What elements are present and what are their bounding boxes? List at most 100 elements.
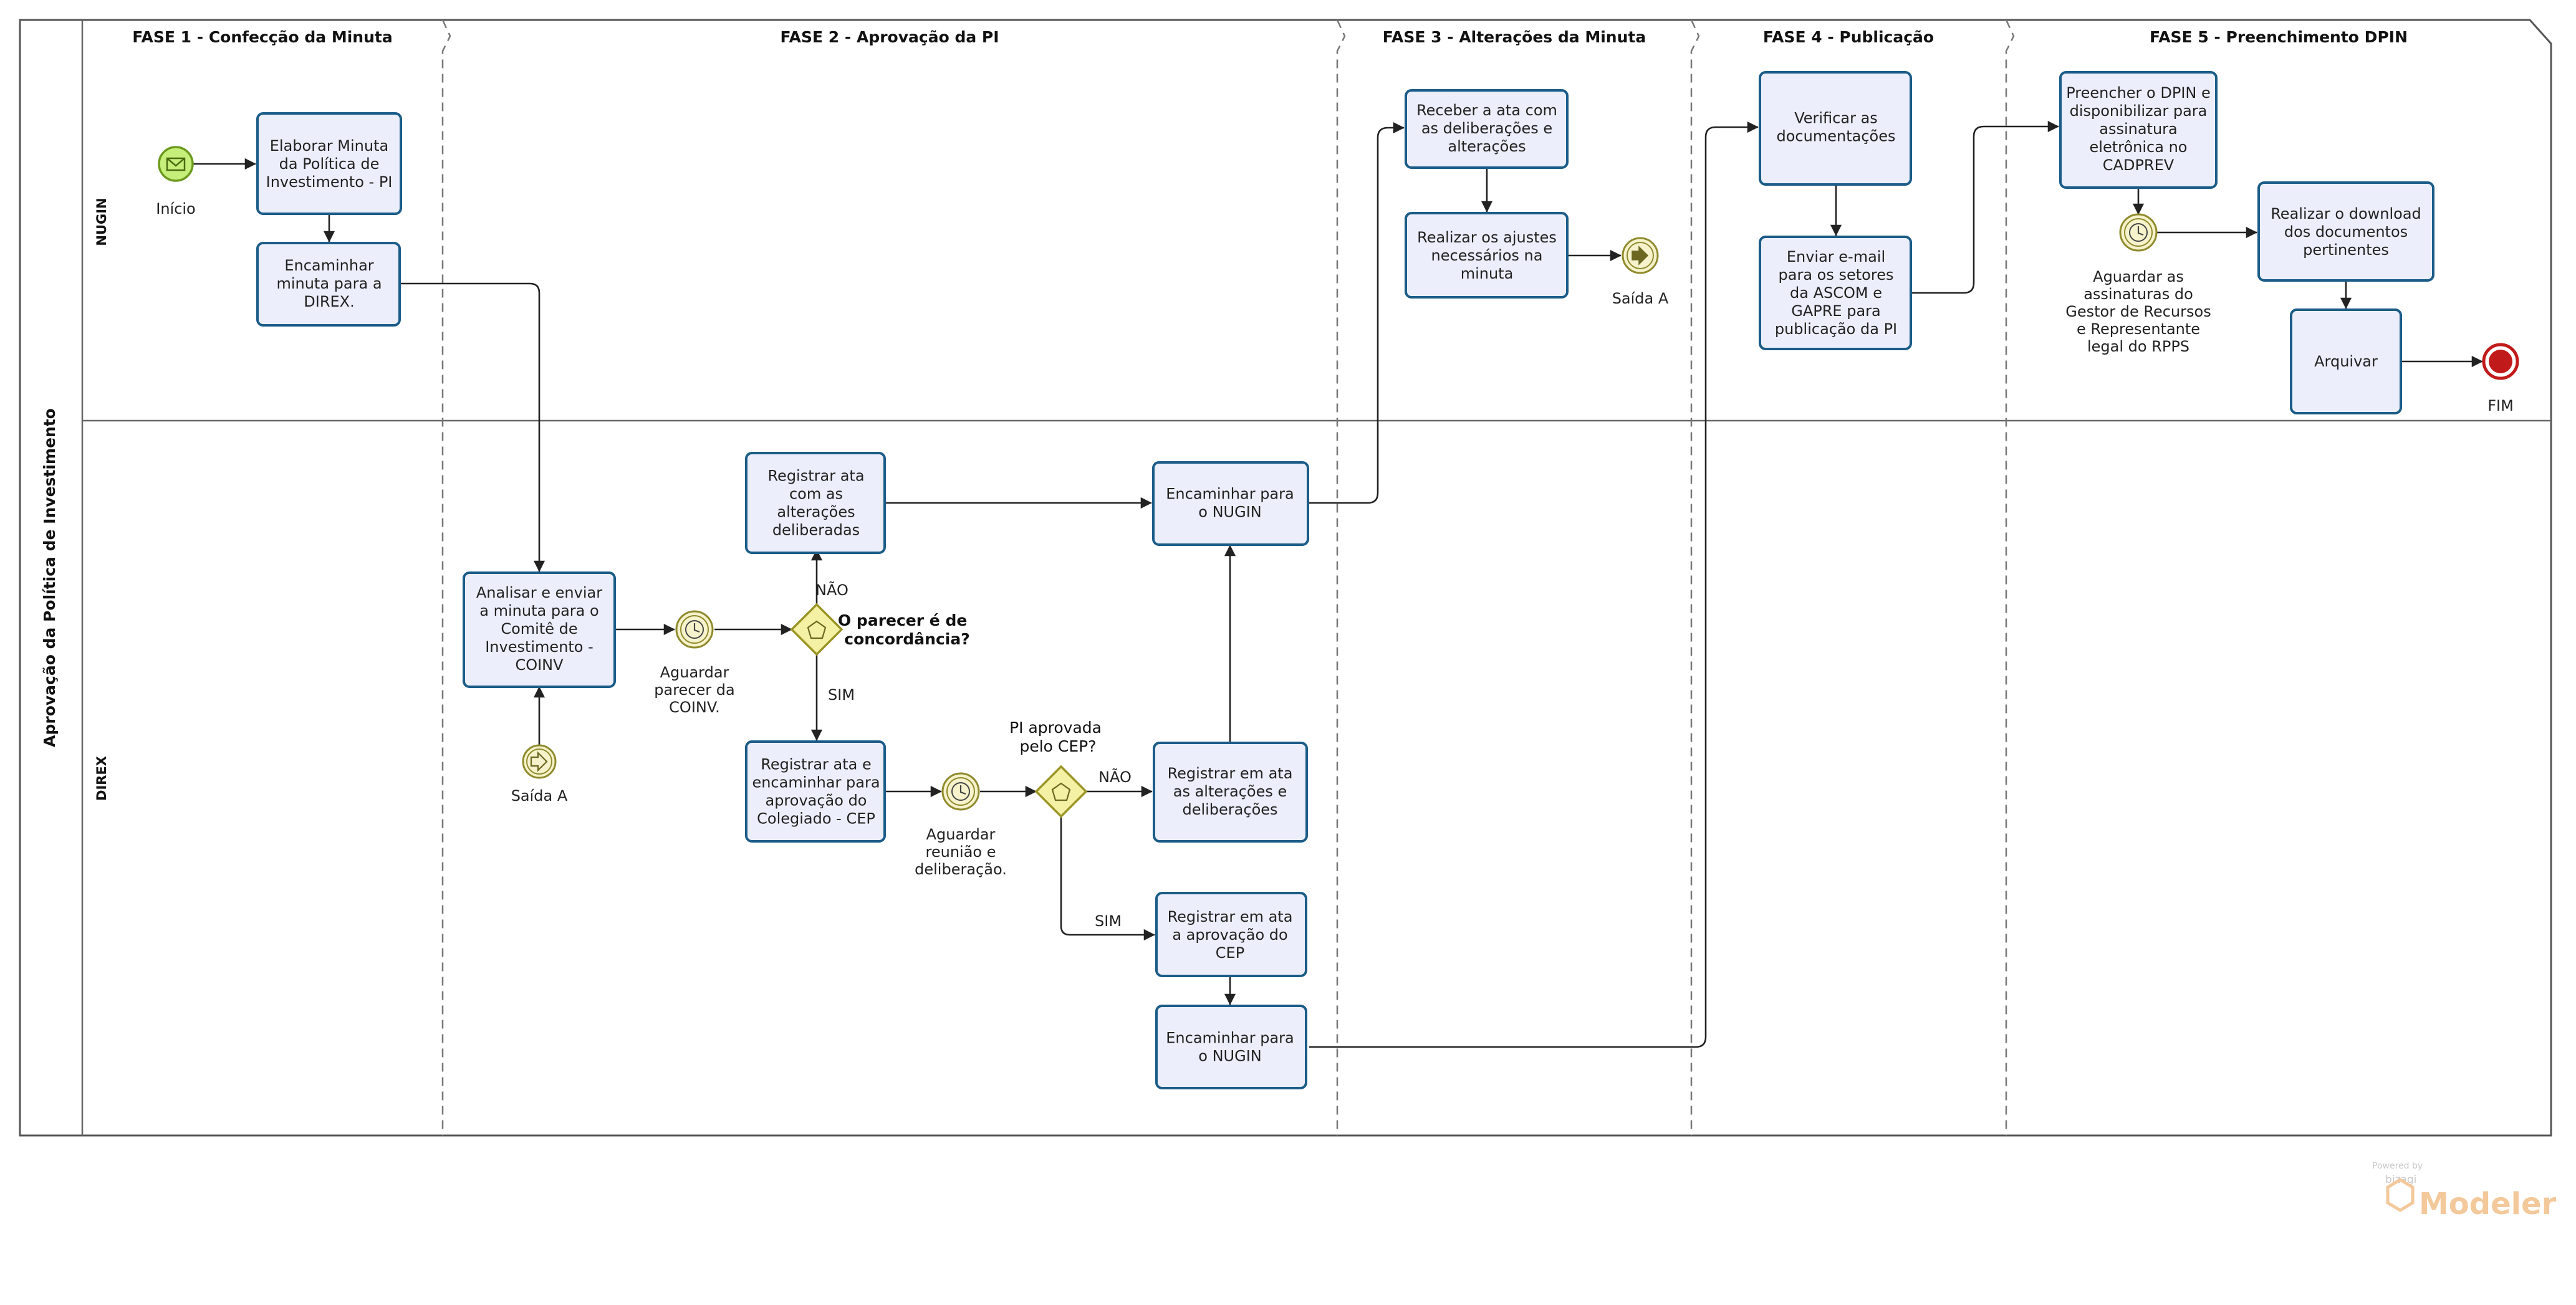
sequence-flows xyxy=(193,120,2483,1048)
task-label-line: publicação da PI xyxy=(1775,320,1897,338)
event-label-line: Saída A xyxy=(511,787,568,805)
task-label-line: Registrar ata xyxy=(767,467,864,485)
event-label: Início xyxy=(156,200,196,218)
pentagon-icon xyxy=(1051,782,1071,801)
flow-labels: NÃO SIM NÃO SIM xyxy=(815,580,1132,930)
phase-divider-4 xyxy=(2005,19,2015,1135)
phase-divider-3 xyxy=(1690,19,1700,1135)
task-label-line: Encaminhar para xyxy=(1166,485,1294,503)
phase-headers: FASE 1 - Confecção da Minuta FASE 2 - Ap… xyxy=(132,19,2408,1135)
link-event-saida-a-direx[interactable]: Saída A xyxy=(511,744,568,805)
watermark-powered-by: Powered by xyxy=(2372,1161,2423,1171)
phase-3-title: FASE 3 - Alterações da Minuta xyxy=(1383,28,1646,46)
watermark-product: Modeler xyxy=(2419,1187,2557,1221)
pentagon-icon xyxy=(807,620,827,639)
gateway-pi-aprovada-cep[interactable] xyxy=(1034,765,1088,818)
event-label: Saída A xyxy=(511,787,568,805)
bizagi-logo-icon xyxy=(2386,1178,2415,1212)
task-label-line: o NUGIN xyxy=(1198,504,1261,521)
event-label-line: Aguardar as xyxy=(2093,268,2184,285)
task-label-line: Colegiado - CEP xyxy=(757,810,875,828)
task-label-line: as alterações e xyxy=(1173,783,1287,800)
flow-encaminhar-receber xyxy=(1309,122,1405,504)
clock-icon xyxy=(951,782,970,801)
task-label-line: deliberações xyxy=(1182,801,1277,818)
event-label-line: Aguardar xyxy=(660,664,729,681)
start-event-inicio[interactable]: Início xyxy=(156,146,196,218)
task-label-line: Arquivar xyxy=(2314,353,2378,370)
task-label-line: Registrar em ata xyxy=(1168,908,1293,925)
task-label-line: minuta xyxy=(1461,265,1514,282)
task-arquivar[interactable]: Arquivar xyxy=(2290,308,2402,414)
task-label-line: Comitê de xyxy=(501,620,577,638)
task-label-line: Verificar as xyxy=(1794,110,1878,127)
event-label-line: COINV. xyxy=(669,699,720,716)
task-label-line: Encaminhar para xyxy=(1166,1030,1294,1047)
flow-label-sim-2: SIM xyxy=(1095,912,1122,930)
gateway-parecer-concordancia[interactable] xyxy=(790,603,843,656)
flow-gateway2-sim xyxy=(1060,816,1155,941)
event-label-line: FIM xyxy=(2487,397,2514,414)
task-label-line: encaminhar para xyxy=(752,774,880,791)
end-event-fim[interactable]: FIM xyxy=(2482,343,2519,414)
task-label-line: Encaminhar xyxy=(284,257,373,274)
gateway-parecer-label: O parecer é de concordância? xyxy=(838,611,973,648)
task-label-line: Realizar os ajustes xyxy=(1417,229,1557,246)
task-label-line: Enviar e-mail xyxy=(1787,248,1885,265)
task-label-line: as deliberações e xyxy=(1421,120,1552,137)
flow-encaminhar-analisar xyxy=(399,282,545,572)
pool-label: Aprovação da Política de Investimento xyxy=(41,408,59,747)
task-label-line: Analisar e enviar xyxy=(476,584,602,601)
task-label-line: Elaborar Minuta xyxy=(270,137,388,155)
flow-email-preencher xyxy=(1911,120,2059,294)
event-label-line: deliberação. xyxy=(915,861,1007,878)
task-label-line: necessários na xyxy=(1431,247,1543,264)
task-label-line: CADPREV xyxy=(2103,156,2175,174)
task-label-line: documentações xyxy=(1777,128,1896,145)
link-event-saida-a-nugin[interactable]: Saída A xyxy=(1612,237,1669,307)
event-label-line: Início xyxy=(156,200,196,218)
pool: Aprovação da Política de Investimento NU… xyxy=(19,19,2552,1137)
clock-icon xyxy=(2129,223,2148,242)
phase-divider-1 xyxy=(441,19,451,1135)
event-label: FIM xyxy=(2487,397,2514,414)
event-label-line: Gestor de Recursos xyxy=(2065,303,2211,320)
event-label-line: assinaturas do xyxy=(2083,285,2193,303)
lane-label-direx: DIREX xyxy=(94,756,109,801)
flow-label-sim-1: SIM xyxy=(828,686,855,704)
task-label-line: com as xyxy=(789,485,843,503)
task-label-line: eletrônica no xyxy=(2090,138,2188,156)
link-arrow-filled-icon xyxy=(1632,246,1649,265)
